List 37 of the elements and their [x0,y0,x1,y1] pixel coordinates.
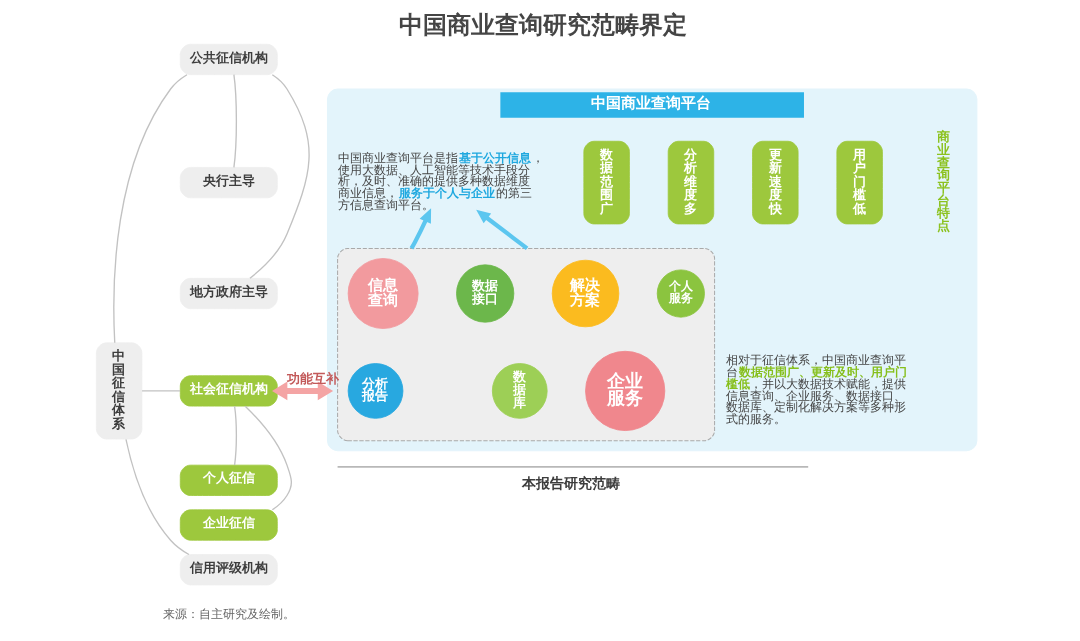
node-circle: 个人服务 [656,269,705,318]
node-circle: 信息查询 [347,258,419,329]
connector [141,390,181,392]
node-box: 更新速度快 [752,140,799,225]
label: 商业查询平台特点 [937,129,951,233]
node-box: 中国征信体系 [95,342,143,440]
node-circle: 解决方案 [551,259,620,328]
node-box: 个人征信 [179,464,278,496]
diagram-title: 中国商业查询研究范畴界定 [399,10,688,39]
node-box: 信用评级机构 [179,554,278,586]
node-box: 央行主导 [179,167,278,199]
node-box: 公共征信机构 [179,43,278,76]
node-box: 用户门槛低 [836,140,883,225]
connector [233,74,238,169]
node-circle: 数据库 [491,363,548,419]
arrow [409,208,432,250]
connector [244,405,293,511]
node-text: 中国商业查询平台是指基于公开信息，使用大数据、人工智能等技术手段分析，及时、准确的提供多种数据维度商业信息，服务于个人与企业的第三方信息查询平台。 [338,150,544,212]
node-box: 社会征信机构 [179,375,278,407]
label: 来源：自主研究及绘制。 [162,606,295,621]
node-circle: 分析报告 [347,363,404,419]
node-box: 数据范围广 [583,140,630,225]
node-circle: 企业服务 [585,350,666,431]
connector [249,74,310,279]
node-circle: 数据接口 [456,264,515,323]
arrow [476,209,529,251]
node-box: 地方政府主导 [179,277,278,310]
node-box: 分析维度多 [667,140,715,225]
cluster [337,247,716,442]
arrow [272,381,334,401]
node-label: 本报告研究范畴 [521,474,620,491]
label: 相对于征信体系，中国商业查询平台数据范围广、更新及时、用户门槛低，并以大数据技术赋能，提供信息查询、企业服务、数据接口、数据库、定制化解决方案等多种形式的服务。 [725,353,907,427]
connector [125,438,190,556]
connector [233,405,238,466]
connector [113,74,188,344]
node-box: 企业征信 [179,509,278,541]
edge-label: 功能互补 [286,371,339,387]
